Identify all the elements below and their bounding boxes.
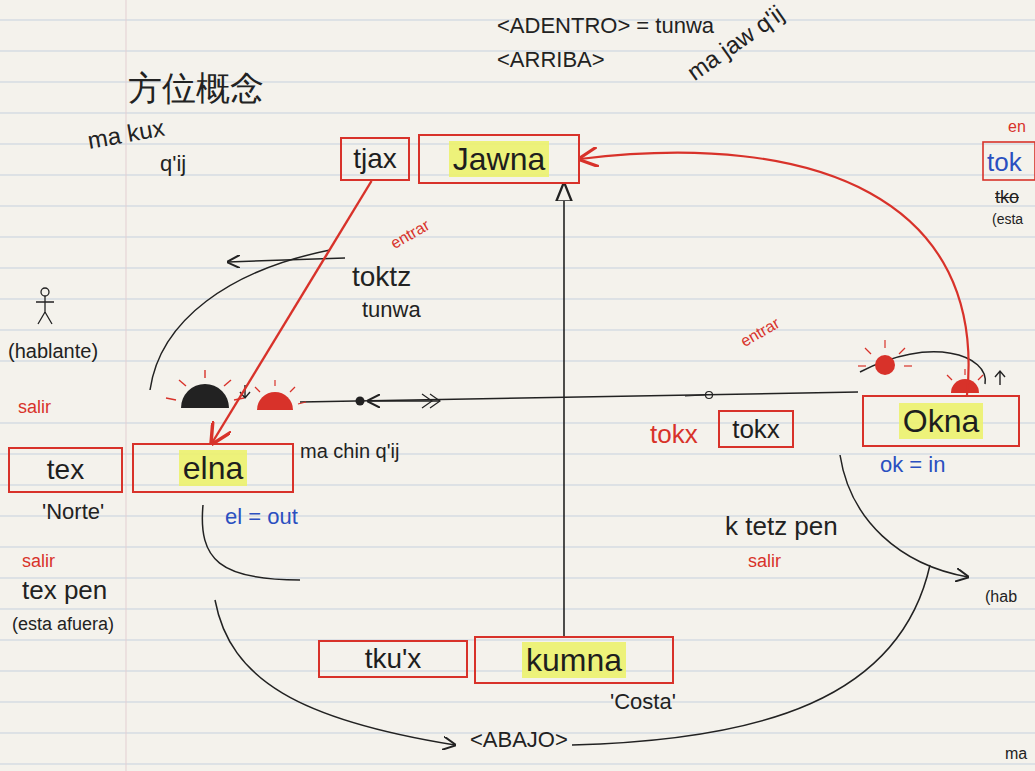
node-word: elna xyxy=(179,450,248,486)
boxed-word: Okna xyxy=(862,395,1020,447)
handwritten-note: entrar xyxy=(738,314,783,350)
boxed-word: tjax xyxy=(340,137,410,181)
direction-arrow xyxy=(563,184,565,636)
boxed-word: tokx xyxy=(718,410,794,448)
node-word: tku'x xyxy=(365,645,422,673)
handwritten-note: en xyxy=(1008,118,1026,136)
direction-arrow xyxy=(580,153,969,395)
handwritten-note: salir xyxy=(748,552,781,572)
handwritten-note: k tetz pen xyxy=(725,512,838,541)
boxed-word: elna xyxy=(132,443,294,493)
handwritten-note: tex pen xyxy=(22,576,107,605)
page-title: 方位概念 xyxy=(128,70,264,107)
node-word: kumna xyxy=(522,642,626,678)
handwritten-note: el = out xyxy=(225,505,298,529)
node-word: tokx xyxy=(732,416,780,442)
handwritten-note: (esta afuera) xyxy=(12,615,114,635)
handwritten-note: ma kux xyxy=(86,115,167,154)
handwritten-note: 'Costa' xyxy=(610,690,676,714)
boxed-word: tex xyxy=(8,447,123,493)
handwritten-note: tok xyxy=(987,148,1022,177)
handwritten-note: ma xyxy=(1005,745,1027,763)
node-word: Okna xyxy=(899,403,983,439)
handwritten-note: toktz xyxy=(352,262,411,293)
handwritten-note: (hablante) xyxy=(8,340,98,362)
handwritten-note: 'Norte' xyxy=(42,500,104,524)
handwritten-note: tokx xyxy=(650,420,698,449)
node-word: tex xyxy=(47,456,84,484)
handwritten-note: (hab xyxy=(985,588,1017,606)
handwritten-note: (esta xyxy=(992,212,1023,227)
handwritten-note: tunwa xyxy=(362,298,421,322)
node-word: Jawna xyxy=(449,141,550,177)
handwritten-note: <ABAJO> xyxy=(470,728,568,752)
boxed-word: tku'x xyxy=(318,640,468,678)
boxed-word: kumna xyxy=(474,636,674,684)
handwritten-note: salir xyxy=(22,552,55,572)
handwritten-note: tko xyxy=(995,188,1019,208)
handwritten-note: <ARRIBA> xyxy=(497,48,605,72)
handwritten-note: <ADENTRO> = tunwa xyxy=(497,14,714,38)
handwritten-note: ok = in xyxy=(880,453,945,477)
boxed-word: Jawna xyxy=(418,134,580,184)
handwritten-note: entrar xyxy=(388,216,433,252)
node-word: tjax xyxy=(353,145,397,173)
handwritten-note: ma chin q'ij xyxy=(300,440,399,462)
handwritten-note: salir xyxy=(18,398,51,418)
direction-arrow xyxy=(212,181,372,443)
handwritten-note: q'ij xyxy=(160,152,186,176)
